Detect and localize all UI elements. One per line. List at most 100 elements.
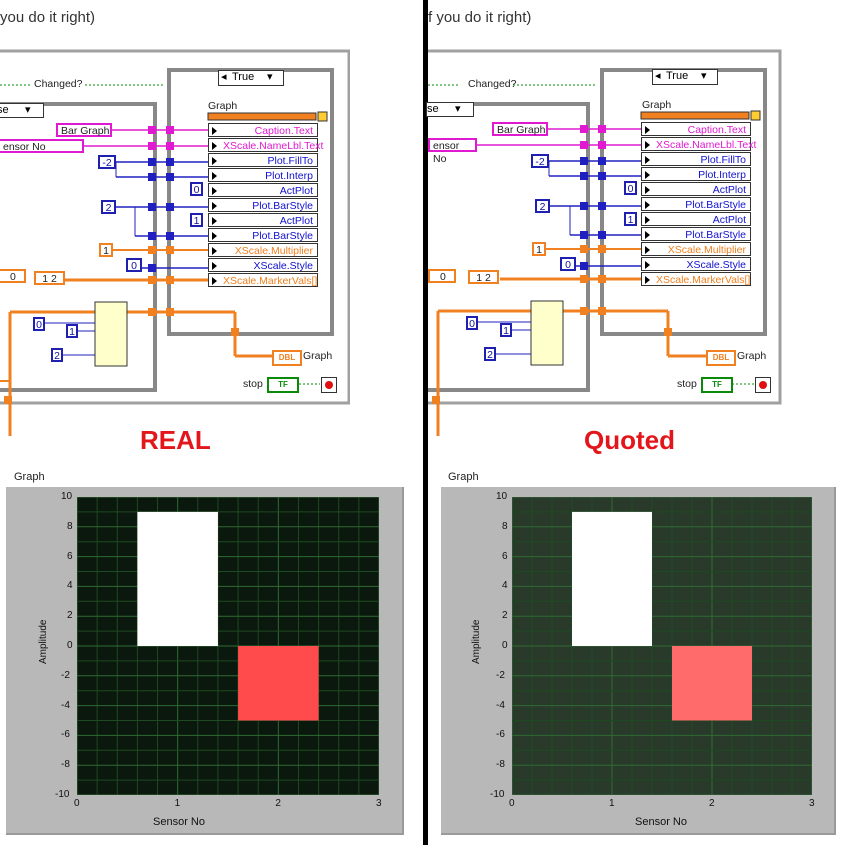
actplot1-constant[interactable]: 1: [190, 213, 203, 227]
plot-area-right[interactable]: [512, 497, 812, 795]
stop-condition-icon[interactable]: [321, 377, 337, 393]
property-node-item[interactable]: XScale.MarkerVals[]: [641, 272, 751, 286]
bar-1: [137, 511, 218, 646]
bundle0-constant[interactable]: 0: [33, 317, 45, 331]
property-node-item[interactable]: Plot.BarStyle: [208, 228, 318, 242]
y-tick-label: 10: [496, 491, 508, 502]
y-tick-label: -6: [496, 729, 505, 741]
y-tick-label: 8: [67, 520, 73, 532]
y-axis-label: Amplitude: [471, 619, 482, 664]
changed-label: Changed?: [468, 78, 517, 90]
bundle2-constant[interactable]: 2: [484, 347, 496, 361]
multiplier-constant[interactable]: 1: [532, 242, 546, 256]
x-tick-label: 0: [509, 798, 515, 809]
actplot0-constant[interactable]: 0: [624, 181, 637, 195]
x-tick-label: 2: [275, 798, 281, 809]
bar-2: [672, 646, 752, 721]
header-right-text: f you do it right): [428, 9, 532, 26]
bundle1-constant[interactable]: 1: [66, 324, 78, 338]
graph-terminal-icon[interactable]: DBL: [272, 350, 302, 366]
property-node-item[interactable]: XScale.Multiplier: [641, 242, 751, 256]
actplot1-constant[interactable]: 1: [624, 212, 637, 226]
case-prev-icon[interactable]: ◂: [221, 71, 227, 83]
property-node-item[interactable]: Plot.FillTo: [208, 153, 318, 167]
real-title: REAL: [140, 425, 211, 455]
stop-condition-icon[interactable]: [755, 377, 771, 393]
sensor-no-constant[interactable]: ensor No: [0, 139, 84, 153]
property-node-item[interactable]: Plot.Interp: [208, 168, 318, 182]
y-tick-label: 4: [502, 580, 508, 592]
case-dropdown-icon[interactable]: ▾: [267, 71, 273, 83]
y-tick-label: 6: [502, 550, 508, 562]
actplot0-constant[interactable]: 0: [190, 182, 203, 196]
bar-graph-constant[interactable]: Bar Graph: [56, 123, 112, 137]
divider: [423, 0, 428, 845]
graph-title-left: Graph: [14, 471, 45, 483]
property-node-item[interactable]: Plot.BarStyle: [641, 197, 751, 211]
case-selector-true[interactable]: ◂ True ▾: [218, 70, 284, 86]
property-node-item[interactable]: ActPlot: [208, 183, 318, 197]
y-tick-label: 0: [502, 640, 508, 651]
y-tick-label: 2: [67, 610, 73, 622]
case-selector-left[interactable]: se ▾: [426, 102, 474, 117]
y-axis-label: Amplitude: [38, 619, 49, 664]
property-node-item[interactable]: ActPlot: [208, 213, 318, 227]
property-node-item[interactable]: Plot.BarStyle: [208, 198, 318, 212]
case-label-left: se: [0, 104, 9, 116]
property-node-item[interactable]: XScale.MarkerVals[]: [208, 273, 318, 287]
plot-area-left[interactable]: [77, 497, 379, 795]
barstyle-constant[interactable]: 2: [535, 199, 550, 213]
fillto-constant[interactable]: -2: [531, 154, 549, 168]
property-node-item[interactable]: XScale.Multiplier: [208, 243, 318, 257]
y-tick-label: -4: [496, 699, 505, 711]
bundle2-constant[interactable]: 2: [51, 348, 63, 362]
barstyle-constant[interactable]: 2: [101, 200, 116, 214]
style-constant[interactable]: 0: [126, 258, 142, 272]
stop-terminal[interactable]: TF: [701, 377, 733, 393]
property-node-item[interactable]: ActPlot: [641, 182, 751, 196]
bar-1: [572, 511, 652, 646]
case-selector-true[interactable]: ◂ True ▾: [652, 69, 718, 85]
x-axis-label: Sensor No: [153, 816, 205, 828]
case-dropdown-left-icon[interactable]: ▾: [25, 104, 31, 116]
graph-terminal-icon[interactable]: DBL: [706, 350, 736, 366]
y-tick-label: 10: [61, 491, 73, 502]
property-node-item[interactable]: XScale.NameLbl.Text: [208, 138, 323, 152]
graph-property-title: Graph: [208, 100, 238, 112]
graph-terminal-label: Graph: [737, 350, 767, 362]
y-tick-label: -2: [496, 669, 505, 681]
array-index-constant[interactable]: 0: [0, 269, 26, 283]
sensor-no-constant[interactable]: ensor No: [428, 138, 477, 165]
property-node-item[interactable]: XScale.Style: [641, 257, 751, 271]
stop-terminal[interactable]: TF: [267, 377, 299, 393]
property-node-item[interactable]: Caption.Text: [208, 123, 318, 137]
bundle1-constant[interactable]: 1: [500, 323, 512, 337]
graph-terminal-label: Graph: [303, 350, 333, 362]
property-node-item[interactable]: Plot.Interp: [641, 167, 751, 181]
case-dropdown-left-icon[interactable]: ▾: [455, 103, 461, 115]
stop-label: stop: [677, 378, 697, 390]
case-label-true: True: [666, 70, 689, 82]
style-constant[interactable]: 0: [560, 257, 576, 271]
property-node-item[interactable]: XScale.NameLbl.Text: [641, 137, 756, 151]
property-node-item[interactable]: Plot.FillTo: [641, 152, 751, 166]
bar-graph-constant[interactable]: Bar Graph: [492, 122, 548, 136]
x-axis-label: Sensor No: [635, 816, 687, 828]
multiplier-constant[interactable]: 1: [99, 243, 113, 257]
case-prev-icon[interactable]: ◂: [655, 70, 661, 82]
array-12-constant[interactable]: 1 2: [34, 271, 65, 285]
fillto-constant[interactable]: -2: [98, 155, 116, 169]
x-tick-label: 3: [376, 798, 382, 809]
array-12-constant[interactable]: 1 2: [468, 270, 499, 284]
array-index-constant[interactable]: 0: [428, 269, 456, 283]
property-node-item[interactable]: Plot.BarStyle: [641, 227, 751, 241]
property-node-item[interactable]: Caption.Text: [641, 122, 751, 136]
property-node-item[interactable]: ActPlot: [641, 212, 751, 226]
case-dropdown-icon[interactable]: ▾: [701, 70, 707, 82]
bundle0-constant[interactable]: 0: [466, 316, 478, 330]
case-label-left: se: [427, 103, 439, 115]
property-node-item[interactable]: XScale.Style: [208, 258, 318, 272]
case-selector-left[interactable]: se ▾: [0, 103, 44, 118]
